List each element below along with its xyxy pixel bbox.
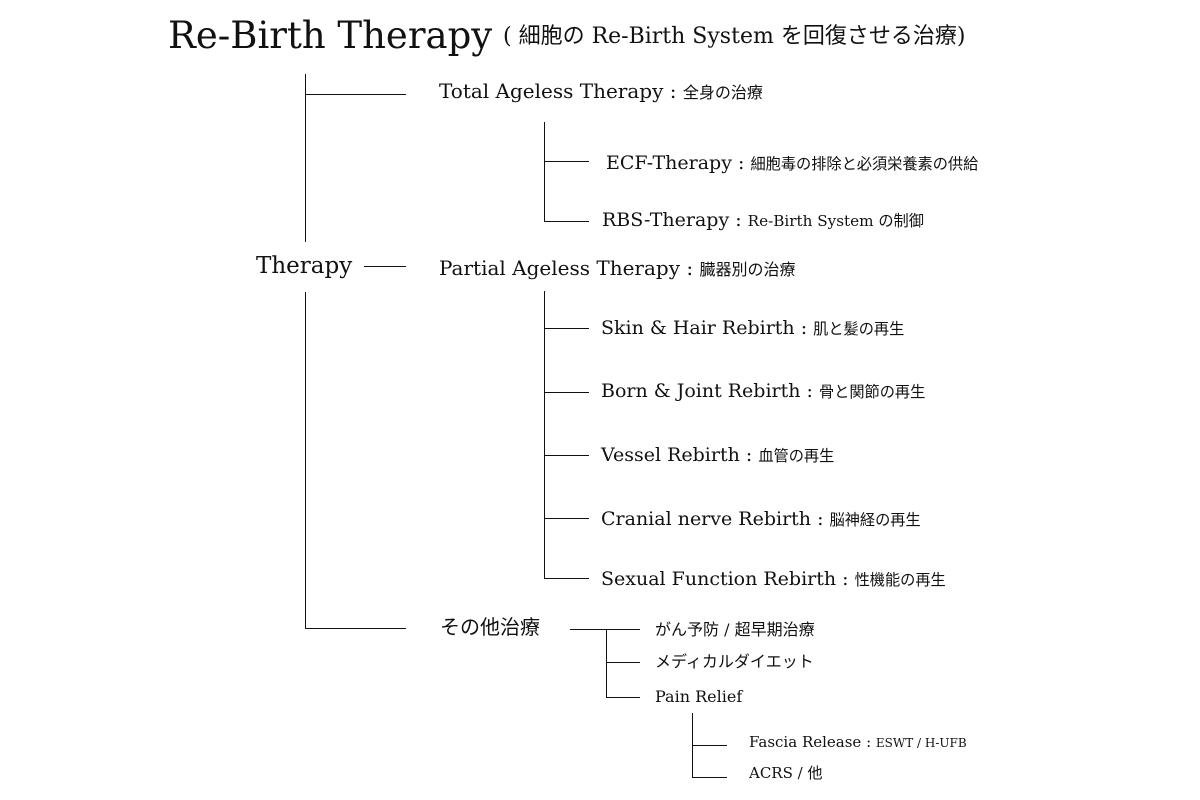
connector-total-branch bbox=[544, 122, 545, 221]
connector-other-branch bbox=[606, 629, 607, 697]
node-vessel: Vessel Rebirth : 血管の再生 bbox=[601, 446, 834, 465]
connector-to-ecf bbox=[544, 161, 589, 162]
connector-to-acrs bbox=[692, 777, 727, 778]
connector-to-born bbox=[544, 392, 589, 393]
node-description: 脳神経の再生 bbox=[829, 511, 921, 529]
node-separator: : bbox=[811, 508, 830, 530]
node-rbs-therapy: RBS-Therapy : Re-Birth System の制御 bbox=[602, 211, 924, 230]
node-label: Skin & Hair Rebirth bbox=[601, 317, 795, 339]
node-total-ageless: Total Ageless Therapy : 全身の治療 bbox=[439, 81, 763, 101]
node-label: RBS-Therapy bbox=[602, 209, 730, 231]
diagram-subtitle: ( 細胞の Re-Birth System を回復させる治療) bbox=[503, 24, 966, 49]
connector-to-skin bbox=[544, 328, 589, 329]
node-label: Born & Joint Rebirth bbox=[601, 380, 801, 402]
connector-to-partial bbox=[364, 266, 406, 267]
node-born-joint: Born & Joint Rebirth : 骨と関節の再生 bbox=[601, 382, 925, 401]
connector-to-sexual bbox=[544, 578, 589, 579]
root-node-therapy: Therapy bbox=[256, 253, 353, 279]
connector-root-lower bbox=[305, 292, 306, 629]
node-label: ECF-Therapy bbox=[606, 152, 732, 174]
node-separator: : bbox=[794, 317, 814, 339]
node-description: ESWT / H-UFB bbox=[875, 736, 967, 750]
node-description: 細胞毒の排除と必須栄養素の供給 bbox=[750, 155, 979, 173]
connector-to-fascia bbox=[692, 745, 727, 746]
connector-other-to-cancer bbox=[570, 629, 640, 630]
node-label: Fascia Release bbox=[749, 733, 862, 751]
node-description: 全身の治療 bbox=[682, 83, 763, 102]
connector-to-diet bbox=[606, 662, 640, 663]
node-label: Partial Ageless Therapy bbox=[439, 256, 680, 280]
node-separator: : bbox=[729, 209, 748, 231]
node-description: 性機能の再生 bbox=[854, 571, 946, 589]
node-description: 骨と関節の再生 bbox=[818, 383, 926, 401]
connector-to-vessel bbox=[544, 455, 589, 456]
node-label: Total Ageless Therapy bbox=[439, 79, 664, 103]
node-separator: : bbox=[861, 733, 876, 751]
node-separator: : bbox=[739, 444, 759, 466]
node-ecf-therapy: ECF-Therapy : 細胞毒の排除と必須栄養素の供給 bbox=[606, 154, 978, 173]
node-separator: : bbox=[836, 568, 855, 590]
node-sexual-function: Sexual Function Rebirth : 性機能の再生 bbox=[601, 570, 946, 589]
node-label: Vessel Rebirth bbox=[601, 444, 740, 466]
connector-to-total bbox=[305, 94, 406, 95]
diagram-title: Re-Birth Therapy bbox=[168, 14, 493, 57]
node-other-treatments: その他治療 bbox=[440, 615, 540, 639]
node-cranial-nerve: Cranial nerve Rebirth : 脳神経の再生 bbox=[601, 510, 921, 529]
node-description: Re-Birth System の制御 bbox=[747, 212, 924, 230]
node-medical-diet: メディカルダイエット bbox=[655, 652, 814, 671]
node-separator: : bbox=[680, 256, 700, 280]
connector-to-cranial bbox=[544, 518, 589, 519]
node-description: 臓器別の治療 bbox=[699, 260, 796, 279]
node-description: 肌と髪の再生 bbox=[813, 320, 905, 338]
node-separator: : bbox=[663, 79, 683, 103]
connector-root-upper bbox=[305, 74, 306, 242]
connector-to-rbs bbox=[544, 221, 589, 222]
node-description: 血管の再生 bbox=[758, 447, 835, 465]
node-separator: : bbox=[800, 380, 819, 402]
node-cancer-prevention: がん予防 / 超早期治療 bbox=[655, 620, 815, 639]
node-label: Sexual Function Rebirth bbox=[601, 568, 837, 590]
node-pain-relief: Pain Relief bbox=[655, 687, 743, 706]
node-fascia-release: Fascia Release : ESWT / H-UFB bbox=[749, 735, 967, 750]
node-separator: : bbox=[731, 152, 751, 174]
node-acrs: ACRS / 他 bbox=[749, 764, 823, 782]
connector-partial-branch bbox=[544, 291, 545, 578]
node-label: Cranial nerve Rebirth bbox=[601, 508, 812, 530]
node-skin-hair: Skin & Hair Rebirth : 肌と髪の再生 bbox=[601, 319, 904, 338]
node-partial-ageless: Partial Ageless Therapy : 臓器別の治療 bbox=[439, 258, 795, 278]
connector-to-other bbox=[305, 628, 406, 629]
connector-to-pain bbox=[606, 697, 640, 698]
